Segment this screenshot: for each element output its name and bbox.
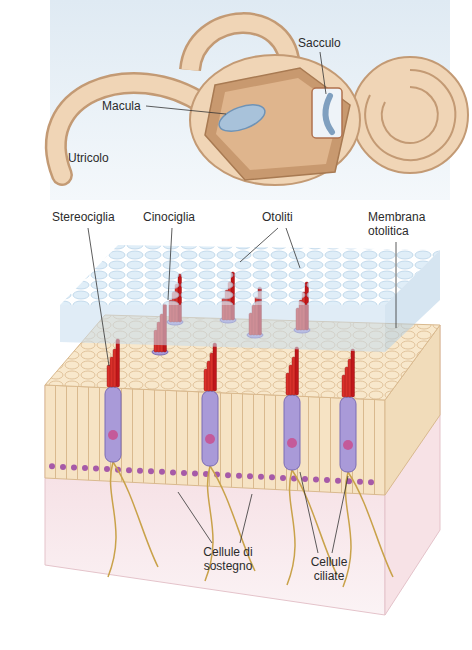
part-label: Membrana otolitica: [368, 210, 444, 238]
part-label: Sacculo: [298, 36, 358, 50]
part-label: Macula: [102, 99, 146, 113]
part-label: Stereociglia: [52, 210, 132, 224]
part-label: Cinociglia: [143, 210, 213, 224]
part-label: Utricolo: [68, 151, 128, 165]
part-label: Cellule di sostegno: [180, 545, 276, 573]
part-label: Cellule ciliate: [298, 555, 360, 583]
part-label: Otoliti: [262, 210, 312, 224]
